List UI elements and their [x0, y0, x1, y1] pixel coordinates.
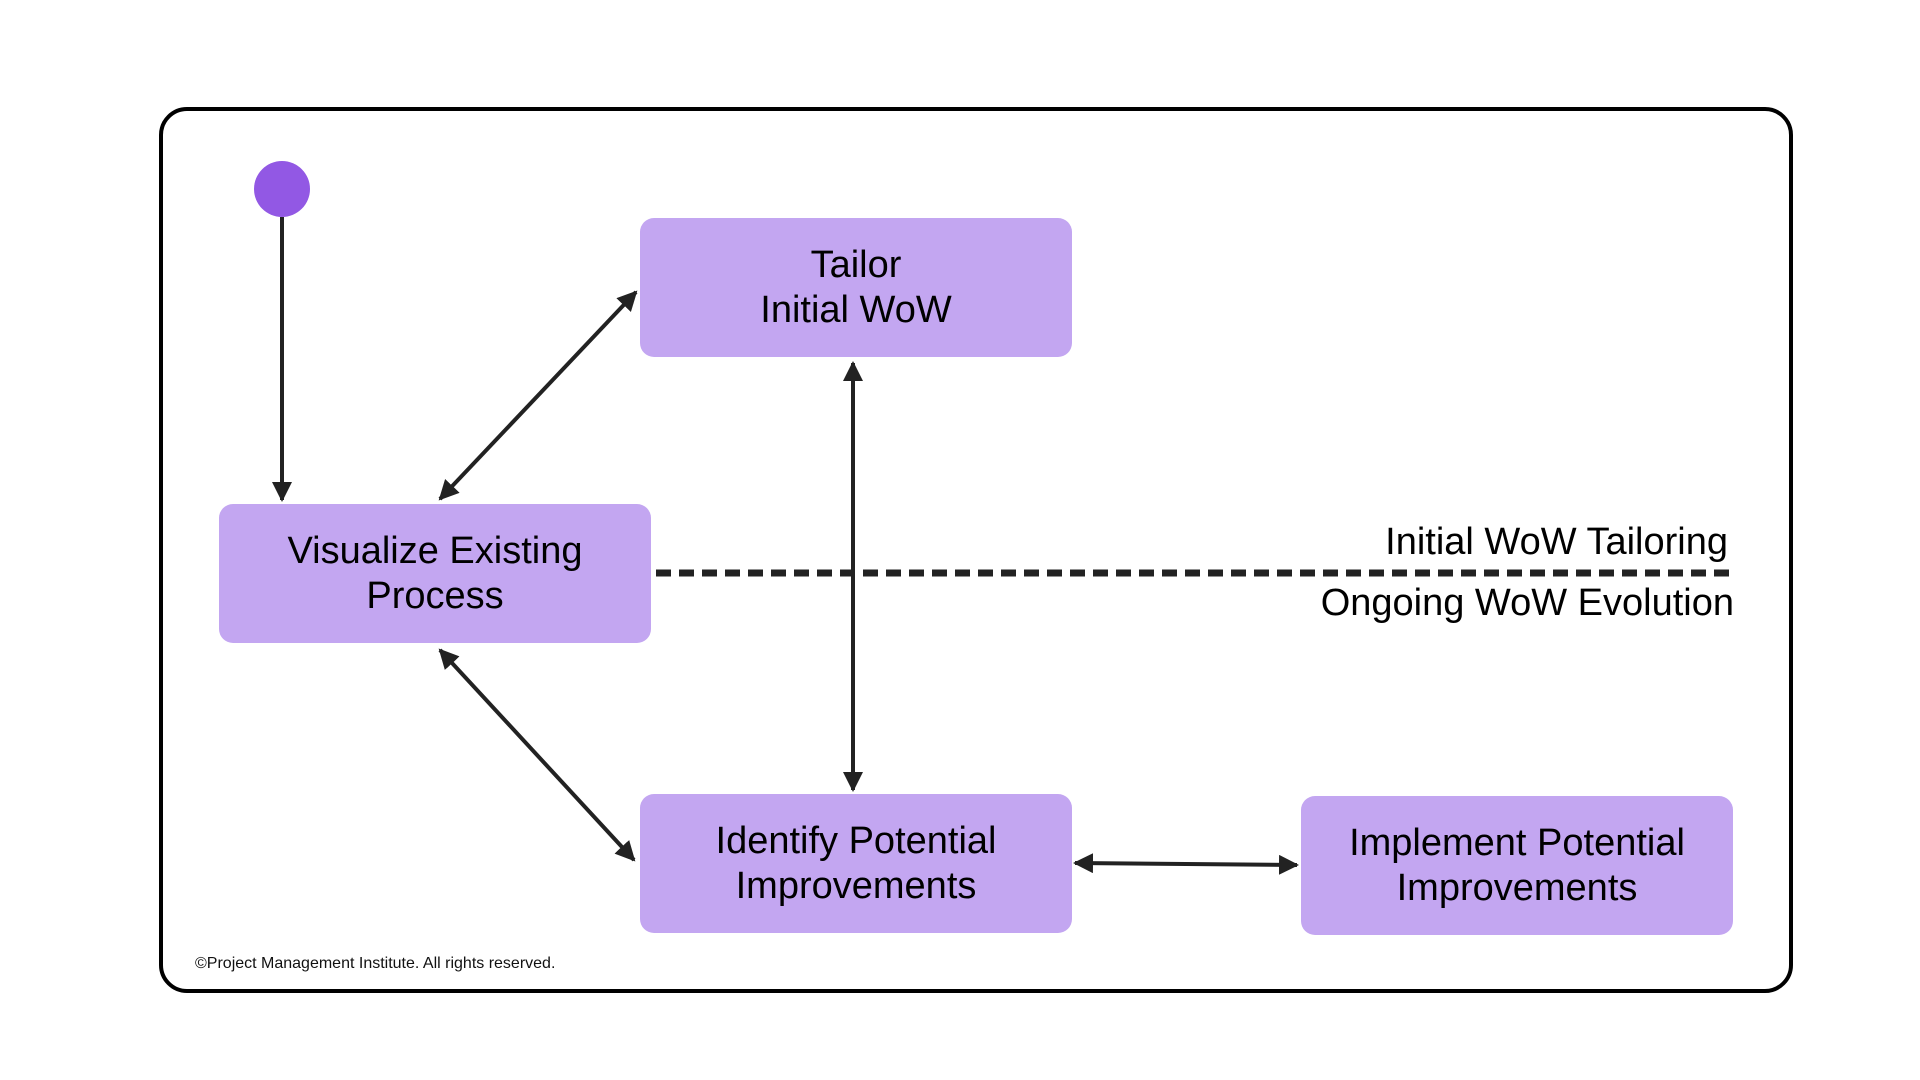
arrow-visualize-identify: [438, 648, 636, 862]
diagram-frame: [159, 107, 1793, 993]
node-implement-potential-improvements: Implement Potential Improvements: [1301, 796, 1733, 935]
copyright-notice: ©Project Management Institute. All right…: [195, 955, 556, 972]
node-label: Implement Potential Improvements: [1349, 821, 1685, 909]
arrow-identify-implement: [1073, 853, 1299, 875]
node-visualize-existing-process: Visualize Existing Process: [219, 504, 651, 643]
node-label: Tailor Initial WoW: [760, 243, 952, 331]
arrow-visualize-tailor: [438, 290, 638, 501]
node-label: Visualize Existing Process: [287, 529, 583, 617]
node-tailor-initial-wow: Tailor Initial WoW: [640, 218, 1072, 357]
node-label: Identify Potential Improvements: [715, 819, 997, 907]
node-identify-potential-improvements: Identify Potential Improvements: [640, 794, 1072, 933]
phase-label-initial: Initial WoW Tailoring: [1385, 521, 1728, 563]
start-node: [254, 161, 310, 217]
phase-label-ongoing: Ongoing WoW Evolution: [1320, 582, 1734, 624]
